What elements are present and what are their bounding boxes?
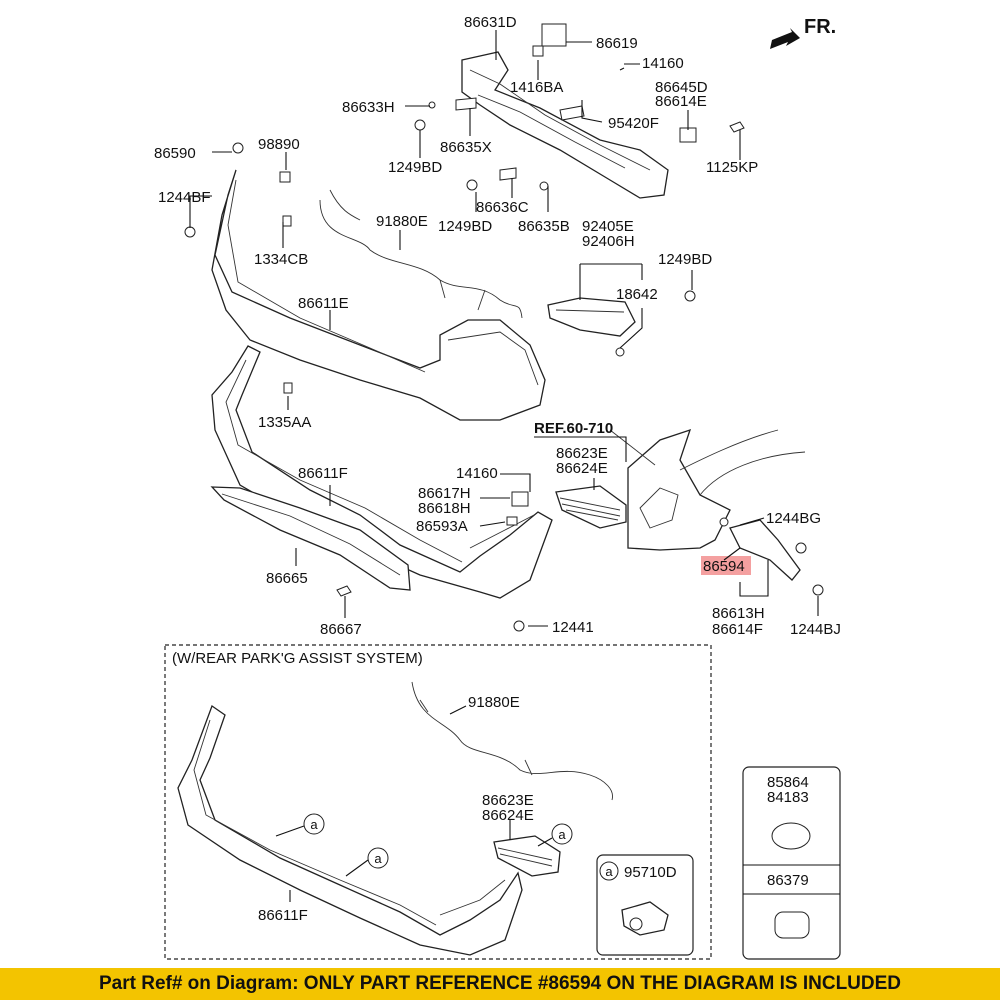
label-86611F-top: 86611F: [298, 465, 348, 482]
clip-1335AA: [283, 382, 293, 394]
label-86624E-top: 86624E: [556, 460, 608, 477]
label-86617H: 86617H: [418, 485, 471, 502]
label-85864: 85864: [767, 774, 809, 791]
label-86633H: 86633H: [342, 99, 395, 116]
label-95420F: 95420F: [608, 115, 659, 132]
parking-sensor-icon: [621, 901, 669, 936]
label-1244BF: 1244BF: [158, 189, 211, 206]
parts-diagram: FR.: [154, 14, 841, 960]
callout-circle-a-sensor: a: [599, 861, 619, 881]
label-14160-mid: 14160: [456, 465, 498, 482]
inset-title: (W/REAR PARK'G ASSIST SYSTEM): [172, 650, 423, 667]
rear-beam-assembly: [414, 23, 745, 199]
label-92406H: 92406H: [582, 233, 635, 250]
bolt-12441: [513, 620, 525, 632]
label-86614F: 86614F: [712, 621, 763, 638]
direction-label: FR.: [804, 16, 836, 38]
label-86379: 86379: [767, 872, 809, 889]
label-86613H: 86613H: [712, 605, 765, 622]
part-labels: 86631D 86619 14160 1416BA 86645D 86614E …: [154, 14, 841, 924]
label-86635B: 86635B: [518, 218, 570, 235]
reflector-grille: [555, 485, 627, 529]
inset-bumper: [177, 704, 523, 956]
wiring-harness-top: [319, 189, 523, 319]
label-86667: 86667: [320, 621, 362, 638]
label-86624E-inset: 86624E: [482, 807, 534, 824]
label-1335AA: 1335AA: [258, 414, 311, 431]
label-1244BJ: 1244BJ: [790, 621, 841, 638]
upper-bumper-cover: [184, 142, 546, 421]
label-1416BA: 1416BA: [510, 79, 563, 96]
banner-text: Part Ref# on Diagram: ONLY PART REFERENC…: [98, 973, 902, 994]
label-86594: 86594: [703, 558, 745, 575]
label-86593A: 86593A: [416, 518, 468, 535]
oval-plug-icon: [774, 911, 810, 939]
part-86594-highlight: [701, 556, 751, 575]
label-98890: 98890: [258, 136, 300, 153]
label-92405E: 92405E: [582, 218, 634, 235]
round-plug-icon: [771, 822, 811, 850]
callout-circle-a-1: a: [303, 813, 325, 835]
label-86636C: 86636C: [476, 199, 529, 216]
wiring-harness-inset: [411, 681, 613, 801]
clip-86667: [336, 585, 352, 597]
rear-reflector: [547, 290, 696, 357]
label-1334CB: 1334CB: [254, 251, 308, 268]
label-91880E-top: 91880E: [376, 213, 428, 230]
inset-grille: [493, 835, 561, 877]
svg-text:a: a: [558, 827, 566, 842]
leader-lines: [189, 30, 819, 902]
label-18642: 18642: [616, 286, 658, 303]
label-86645D: 86645D: [655, 79, 708, 96]
label-86611E: 86611E: [298, 295, 349, 312]
label-86623E-top: 86623E: [556, 445, 608, 462]
svg-text:a: a: [605, 864, 613, 879]
label-86618H: 86618H: [418, 500, 471, 517]
label-86619: 86619: [596, 35, 638, 52]
label-86611F-inset: 86611F: [258, 907, 308, 924]
clip-86593A: [506, 516, 518, 526]
inset-box: [164, 644, 712, 960]
callout-circle-a-3: a: [551, 823, 573, 845]
bracket-86617H: [511, 491, 529, 507]
label-84183: 84183: [767, 789, 809, 806]
label-86614E: 86614E: [655, 93, 707, 110]
label-12441: 12441: [552, 619, 594, 636]
svg-text:a: a: [374, 851, 382, 866]
tow-hook-bracket: [719, 517, 824, 596]
front-direction-arrow-icon: [770, 28, 800, 49]
label-1244BG: 1244BG: [766, 510, 821, 527]
lower-diffuser: [210, 486, 411, 591]
label-ref-60-710: REF.60-710: [534, 420, 613, 437]
part-reference-banner: Part Ref# on Diagram: ONLY PART REFERENC…: [0, 968, 1000, 1000]
label-95710D: 95710D: [624, 864, 677, 881]
label-86590: 86590: [154, 145, 196, 162]
label-86635X: 86635X: [440, 139, 492, 156]
label-1249BD-b: 1249BD: [438, 218, 492, 235]
callout-circle-a-2: a: [367, 847, 389, 869]
plug-box: [742, 766, 841, 960]
label-86623E-inset: 86623E: [482, 792, 534, 809]
label-86665: 86665: [266, 570, 308, 587]
label-91880E-inset: 91880E: [468, 694, 520, 711]
label-86631D: 86631D: [464, 14, 517, 31]
label-1125KP: 1125KP: [706, 159, 758, 176]
label-1249BD-c: 1249BD: [658, 251, 712, 268]
label-1249BD-a: 1249BD: [388, 159, 442, 176]
body-panel-reference: [609, 428, 806, 551]
label-14160-top: 14160: [642, 55, 684, 72]
svg-text:a: a: [310, 817, 318, 832]
